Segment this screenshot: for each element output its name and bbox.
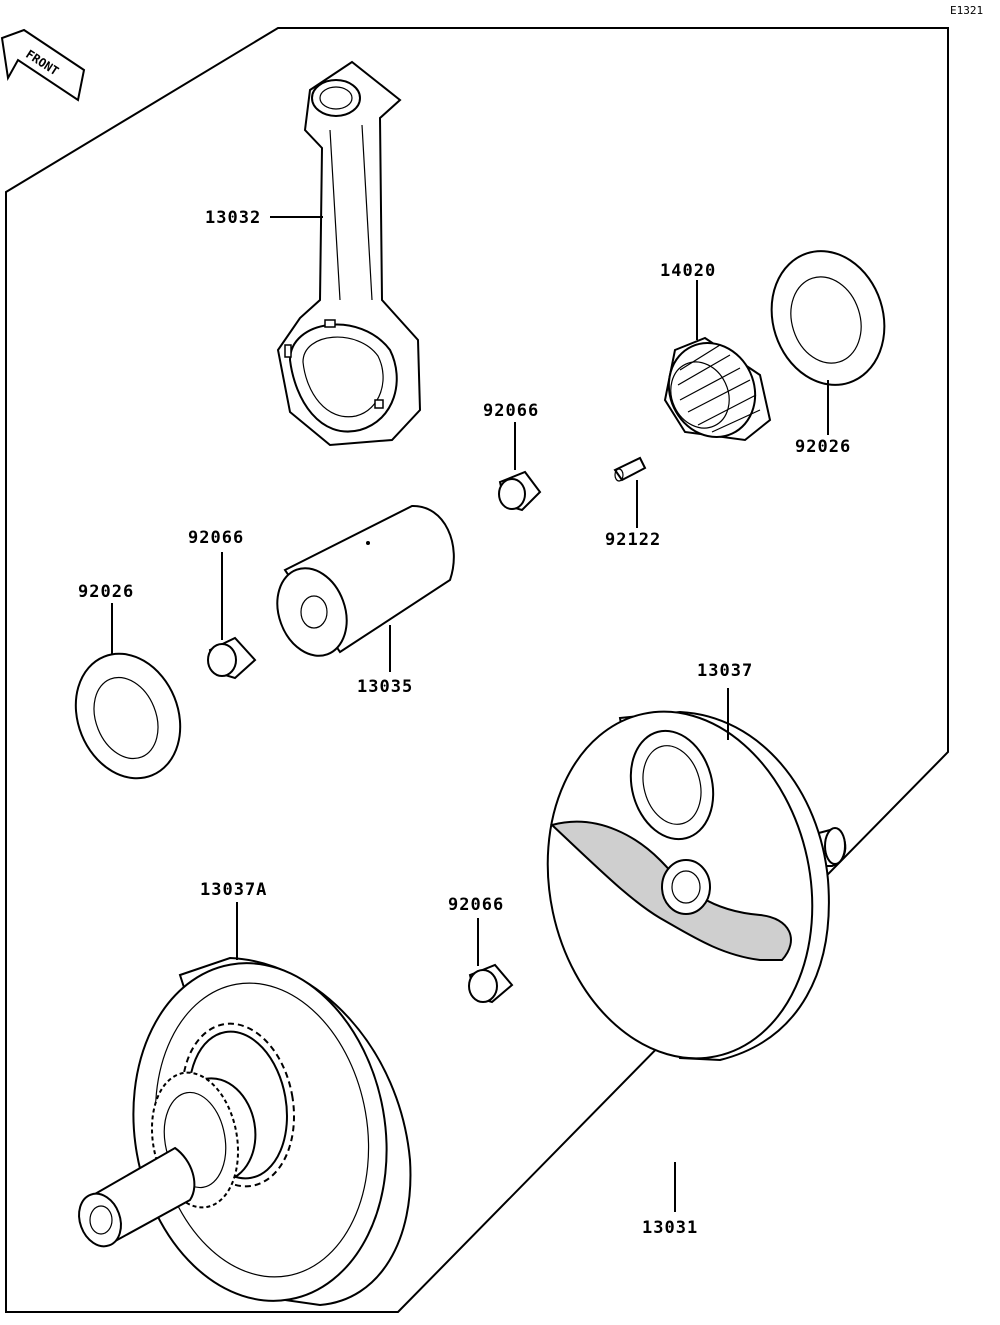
collar-lower [468,963,514,1004]
collar-upper [498,470,542,512]
callout-13037A: 13037A [200,880,267,900]
callout-92122: 92122 [605,530,661,550]
callout-13037: 13037 [697,661,753,681]
front-arrow-icon: FRONT [0,28,86,102]
flywheel-right [546,710,847,1062]
needle-bearing [663,336,772,442]
flywheel-left [78,956,412,1307]
thrust-washer-right [770,250,886,386]
diagram-code: E1321 [950,4,983,17]
callout-92026-left: 92026 [78,582,134,602]
thrust-washer-left [74,652,182,780]
dowel-pin [613,456,647,482]
callout-13035: 13035 [357,677,413,697]
callout-14020: 14020 [660,261,716,281]
callout-13031: 13031 [642,1218,698,1238]
assembly-frame [5,27,949,1313]
collar-left [207,636,257,680]
crank-pin [276,504,455,657]
callout-13032: 13032 [205,208,261,228]
callout-92026-right: 92026 [795,437,851,457]
callout-92066-left: 92066 [188,528,244,548]
connecting-rod [276,60,422,447]
callout-92066-upper: 92066 [483,401,539,421]
callout-92066-lower: 92066 [448,895,504,915]
